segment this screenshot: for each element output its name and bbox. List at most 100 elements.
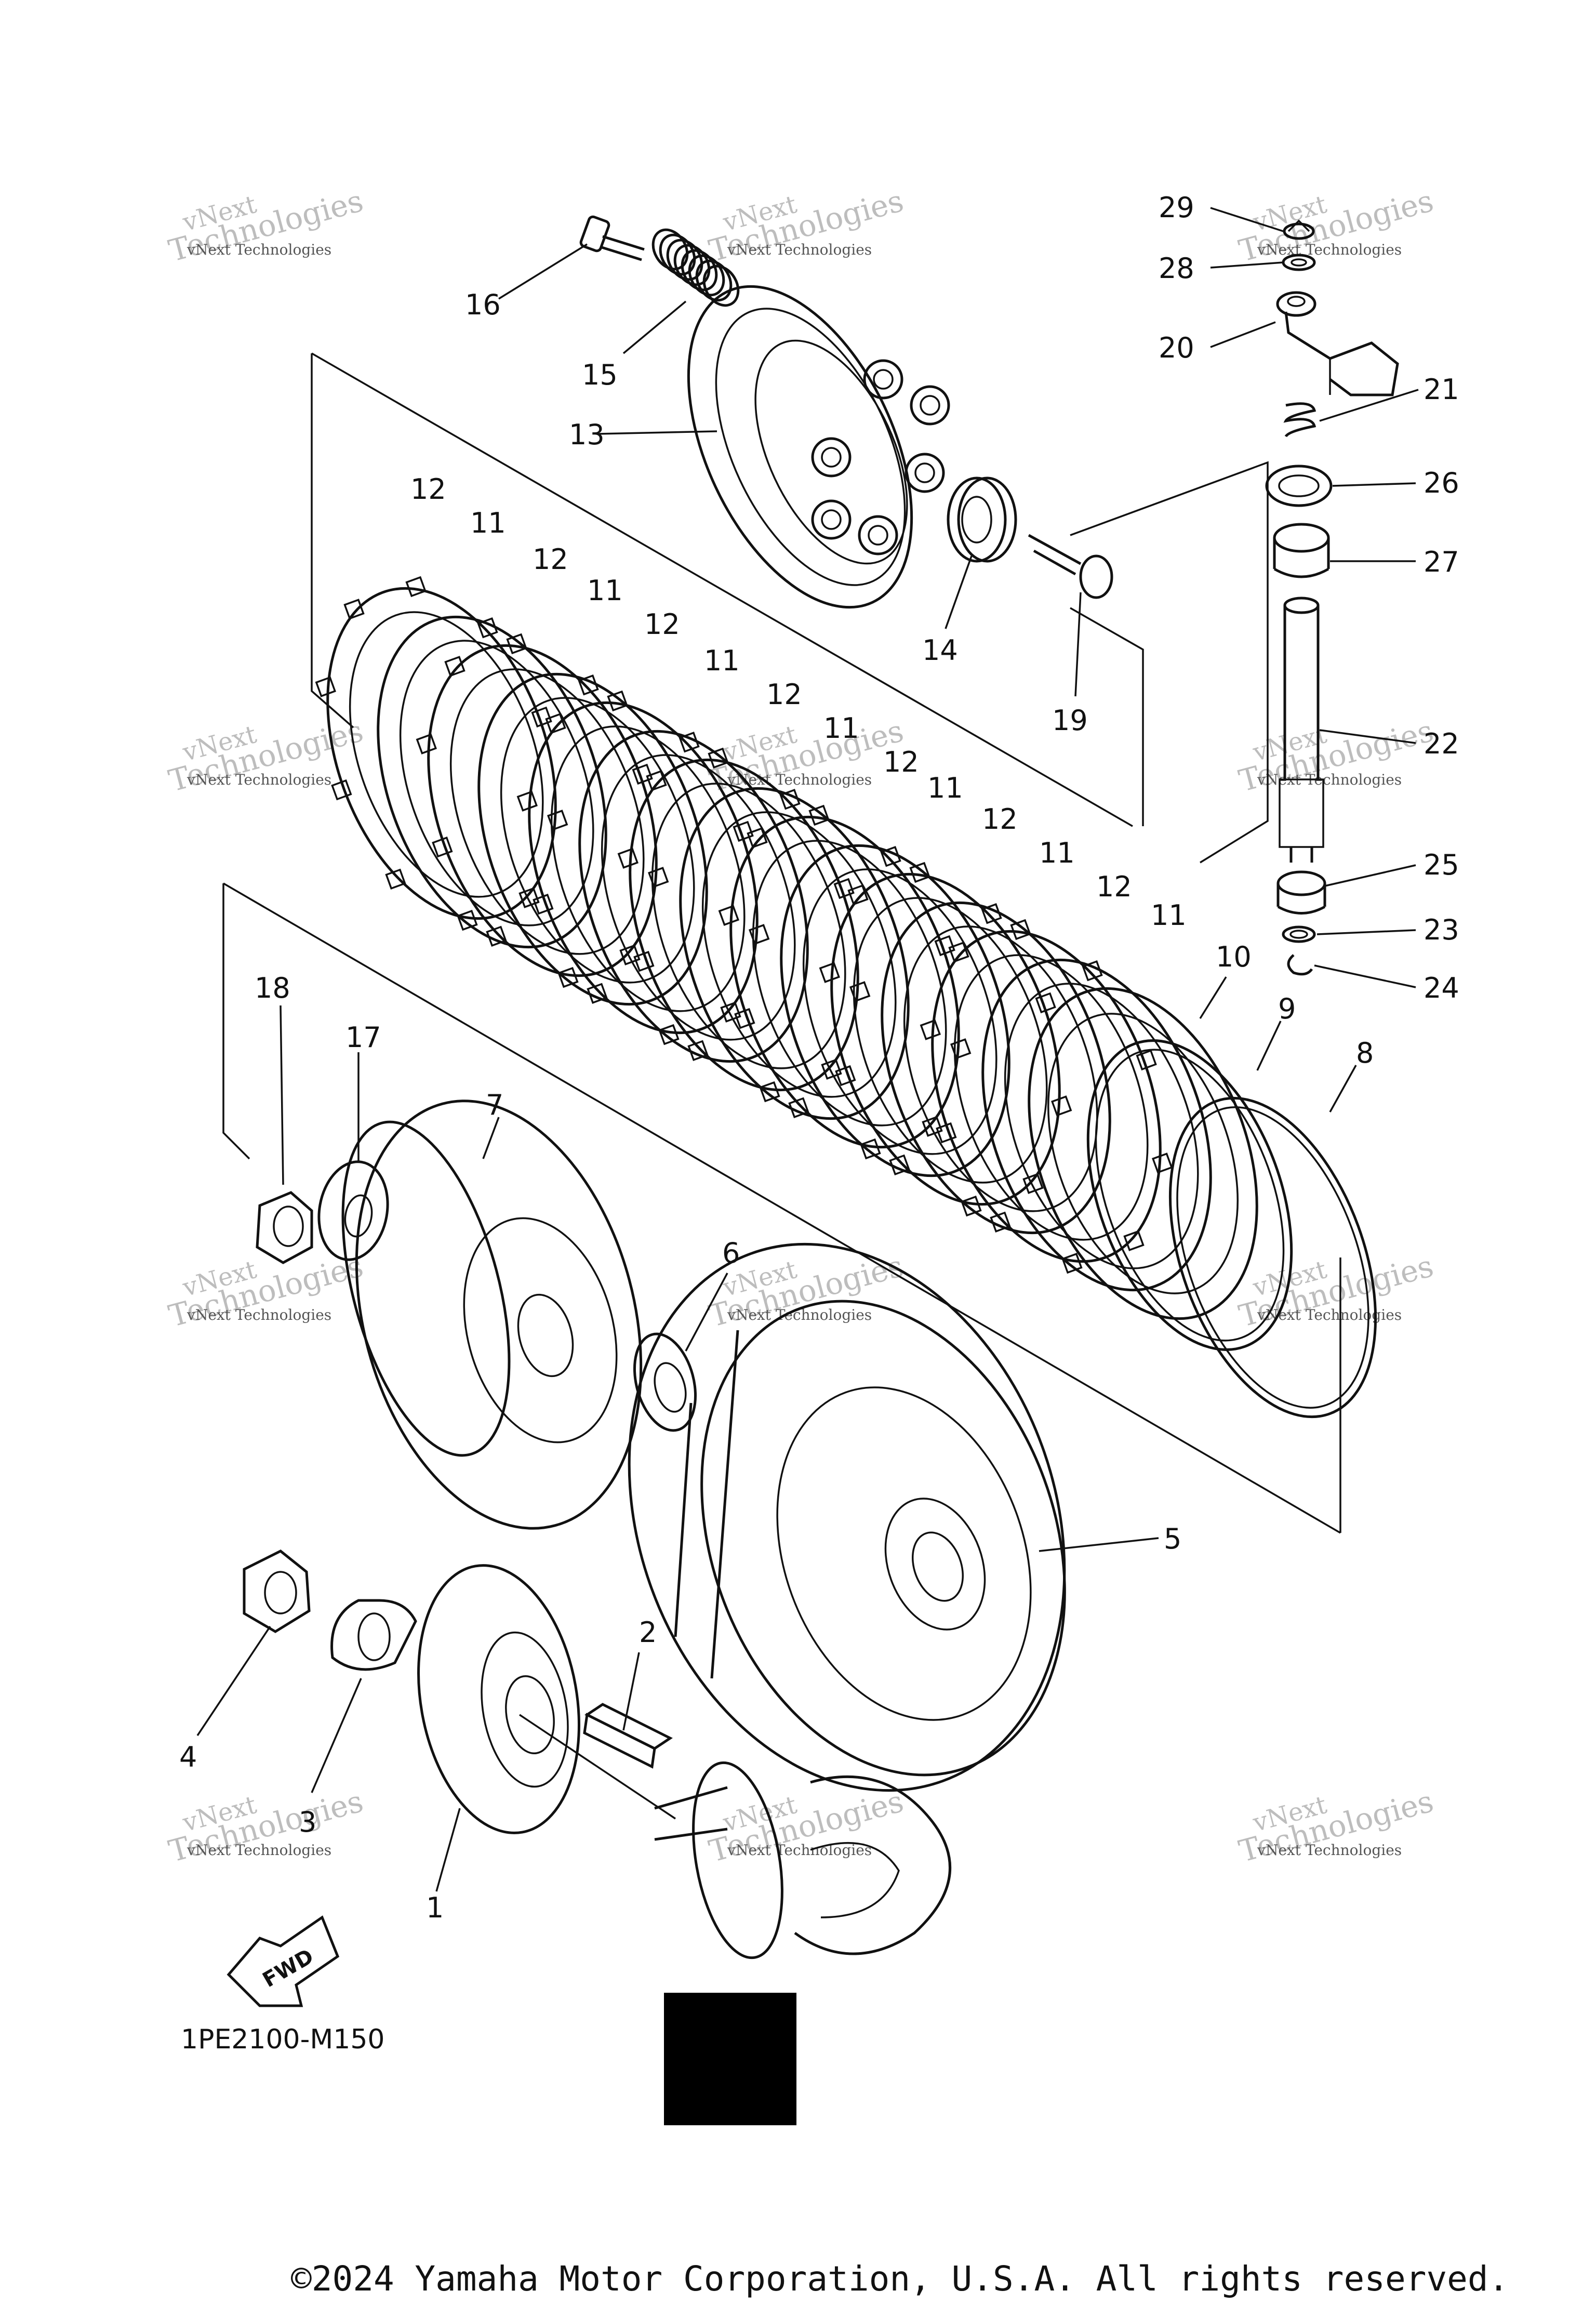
callout-12a: 12 [410, 473, 446, 506]
bearing-14 [947, 476, 1017, 563]
callout-18: 18 [255, 972, 290, 1004]
callout-4: 4 [179, 1741, 197, 1773]
friction-plate-12 [617, 747, 871, 1103]
svg-text:vNext Technologies: vNext Technologies [727, 1842, 872, 1859]
friction-plate-12 [315, 576, 568, 931]
callout-29: 29 [1159, 191, 1194, 224]
callout-28: 28 [1159, 252, 1194, 285]
svg-text:vNext Technologies: vNext Technologies [187, 241, 331, 258]
callout-5: 5 [1164, 1522, 1181, 1555]
callout-11b: 11 [587, 574, 623, 607]
pressure-plate [687, 285, 950, 609]
callout-25: 25 [1424, 849, 1459, 881]
callout-17: 17 [345, 1021, 381, 1054]
clutch-plate-11 [881, 901, 1111, 1235]
callout-6: 6 [722, 1237, 740, 1269]
callout-leaders [196, 207, 1419, 1892]
nut-4 [243, 1550, 311, 1633]
callout-8: 8 [1356, 1037, 1374, 1069]
svg-text:vNext Technologies: vNext Technologies [187, 1842, 331, 1859]
clutch-plate-stack [315, 576, 1212, 1292]
diagram-code: 1PE2100-M150 [181, 2024, 385, 2055]
clutch-housing-5 [628, 1242, 1066, 1792]
callout-3: 3 [299, 1806, 316, 1838]
callout-7: 7 [486, 1089, 503, 1121]
push-lever-shaft-22 [1279, 597, 1324, 863]
friction-plate-12 [516, 690, 770, 1045]
friction-plate-12 [718, 804, 972, 1160]
svg-text:vNext Technologies: vNext Technologies [187, 1306, 331, 1323]
callout-12d: 12 [766, 678, 802, 711]
callout-23: 23 [1424, 913, 1459, 946]
svg-text:vNext Technologies: vNext Technologies [1257, 241, 1402, 258]
callout-11c: 11 [704, 644, 740, 677]
clutch-plate-11 [578, 730, 809, 1063]
callout-10: 10 [1216, 941, 1252, 973]
callout-12f: 12 [982, 803, 1018, 836]
bearing-27 [1273, 523, 1330, 578]
svg-text:vNext Technologies: vNext Technologies [727, 771, 872, 788]
svg-text:vNext Technologies: vNext Technologies [187, 771, 331, 788]
push-rod-19 [1028, 534, 1113, 599]
clutch-plate-11 [981, 958, 1212, 1292]
crankshaft [519, 1714, 952, 1959]
callout-11d: 11 [823, 712, 859, 745]
clutch-plate-11 [679, 787, 910, 1120]
bearing-25 [1276, 870, 1326, 915]
lever-20 [1276, 291, 1399, 396]
callout-12e: 12 [883, 746, 919, 778]
callout-19: 19 [1052, 704, 1088, 737]
callout-22: 22 [1424, 727, 1459, 760]
clutch-plate-11 [780, 844, 1010, 1177]
callout-labels: 29 28 20 21 26 27 22 25 23 24 16 15 13 1… [179, 191, 1459, 1924]
svg-text:vNext Technologies: vNext Technologies [1257, 1842, 1402, 1859]
bolt-16 [579, 215, 645, 261]
callout-15: 15 [582, 359, 618, 391]
callout-1: 1 [426, 1891, 444, 1924]
copyright: ©2024 Yamaha Motor Corporation, U.S.A. A… [291, 2259, 1509, 2299]
clutch-plate-11 [377, 615, 607, 949]
primary-drive-gear-1 [417, 1564, 580, 1834]
callout-13: 13 [569, 418, 605, 451]
circlip-24 [1287, 954, 1313, 976]
callout-11f: 11 [1039, 837, 1075, 869]
callout-16: 16 [465, 288, 501, 321]
callout-27: 27 [1424, 546, 1459, 578]
fwd-arrow-icon: FWD [227, 1915, 340, 2007]
callout-12g: 12 [1096, 870, 1132, 903]
assembly-dash-lines [222, 352, 1341, 1534]
callout-14: 14 [922, 634, 958, 667]
screw-29 [1283, 219, 1315, 240]
ring-8 [1168, 1096, 1377, 1419]
plate-10 [1028, 987, 1258, 1320]
friction-plate-12 [920, 919, 1173, 1274]
ring-9 [1086, 1039, 1293, 1351]
callout-21: 21 [1424, 373, 1459, 406]
callout-20: 20 [1159, 332, 1194, 364]
clutch-boss-7 [341, 1100, 643, 1530]
callout-2: 2 [639, 1616, 657, 1649]
clutch-plate-11 [477, 672, 708, 1006]
washer-17 [317, 1160, 389, 1261]
callout-11g: 11 [1151, 899, 1187, 932]
callout-11e: 11 [927, 772, 963, 804]
callout-24: 24 [1424, 972, 1459, 1004]
svg-text:vNext Technologies: vNext Technologies [727, 241, 872, 258]
friction-plate-12 [819, 862, 1072, 1217]
spring-21 [1283, 402, 1316, 438]
lock-washer-3 [330, 1599, 417, 1671]
callout-12b: 12 [533, 543, 568, 576]
callout-12c: 12 [644, 608, 680, 641]
callout-9: 9 [1278, 992, 1296, 1025]
spring-15 [651, 228, 740, 307]
callout-26: 26 [1424, 467, 1459, 499]
